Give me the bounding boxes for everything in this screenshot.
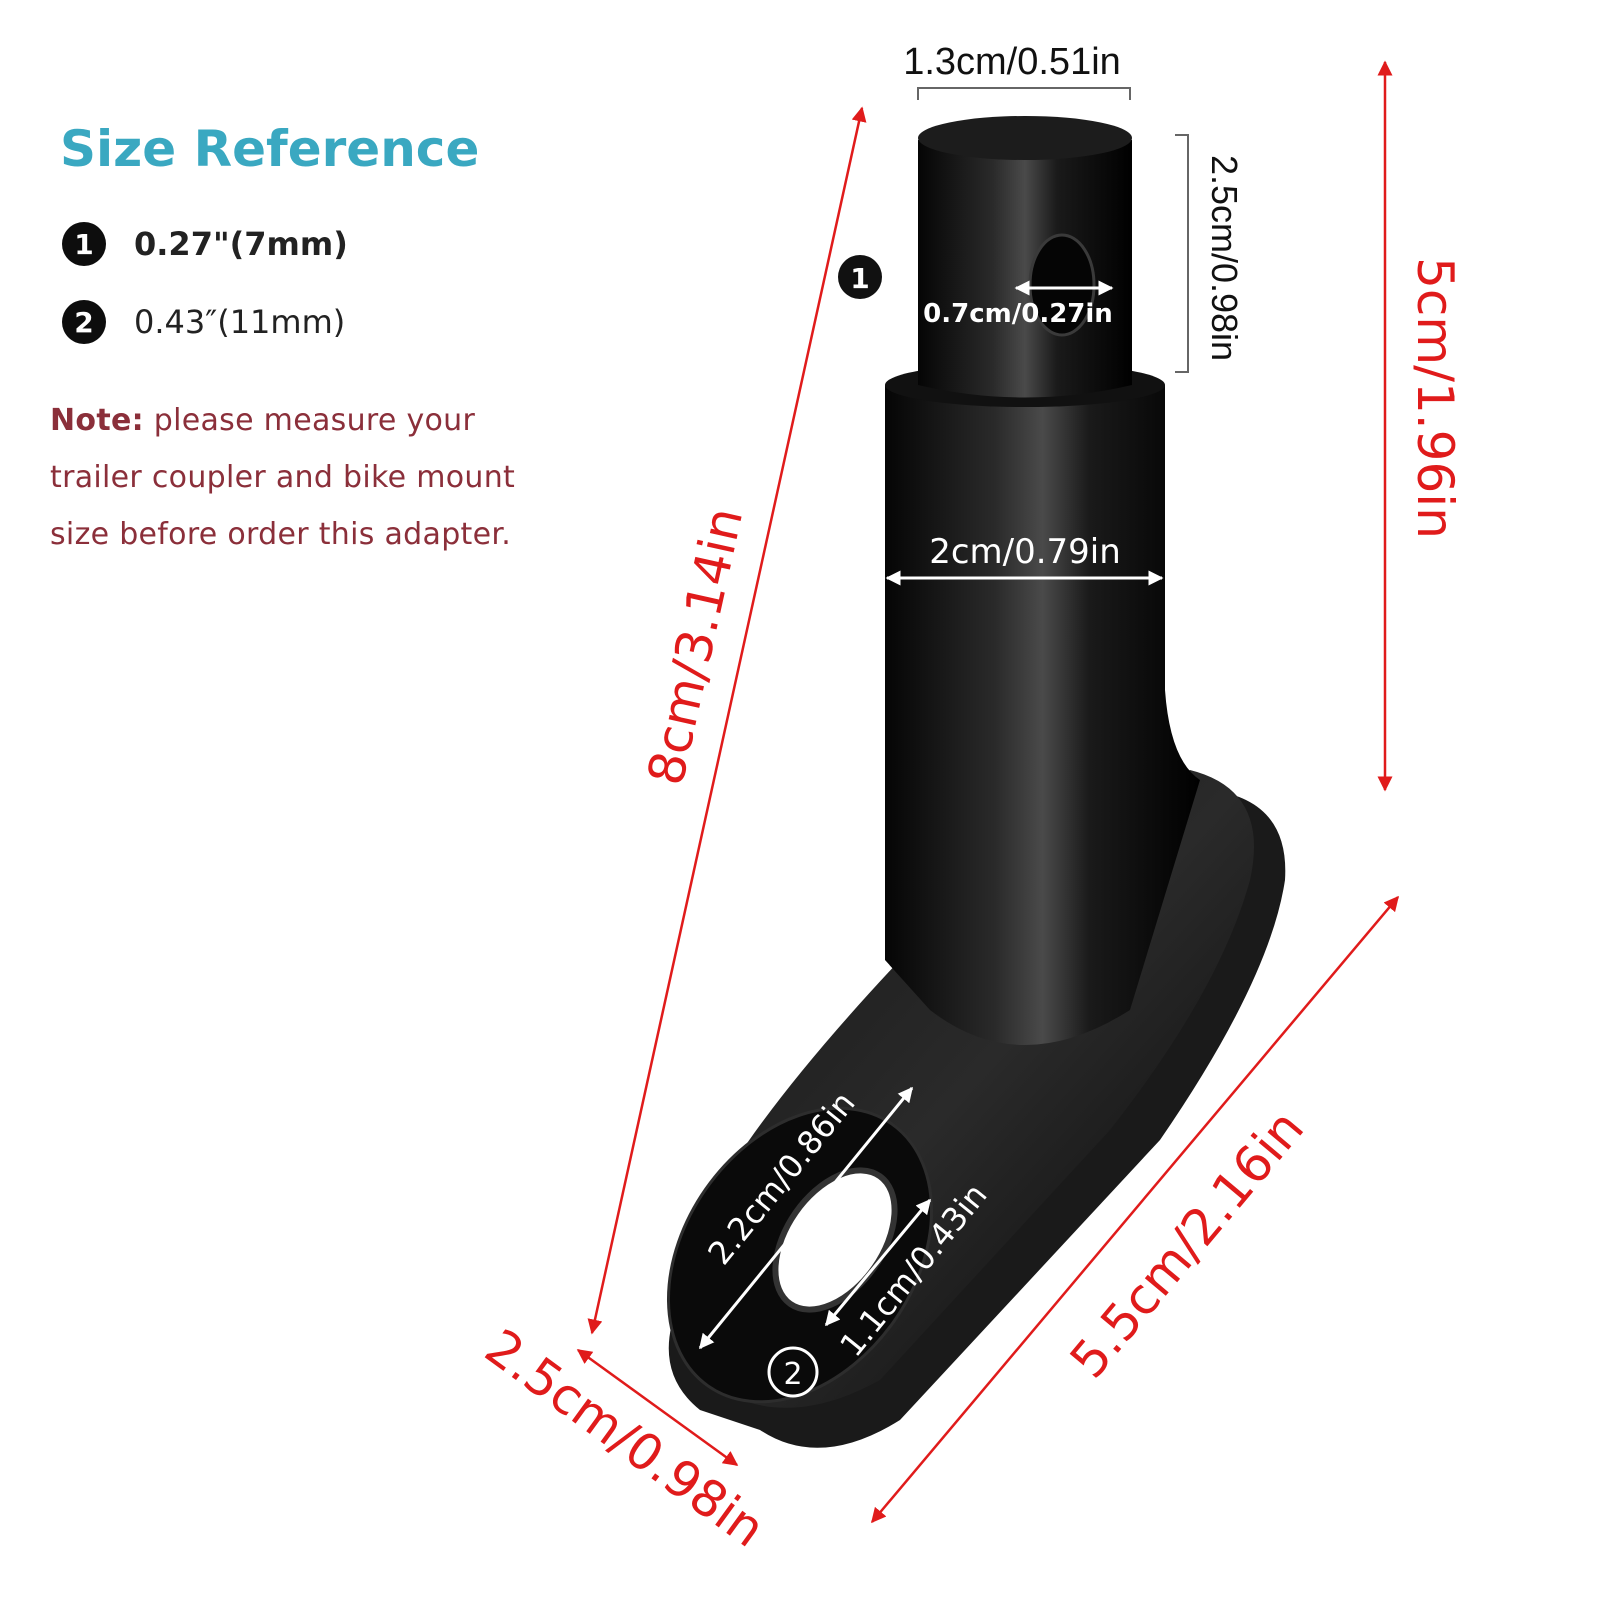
top-height-label: 2.5cm/0.98in <box>1204 155 1245 361</box>
total-length-label: 8cm/3.14in <box>637 503 755 791</box>
top-pin-cap <box>918 116 1132 160</box>
note-line-1: please measure your <box>143 403 476 438</box>
note-label: Note: <box>50 403 144 438</box>
marker-1-text: 1 <box>850 262 869 295</box>
marker-1: 1 <box>838 255 882 299</box>
top-width-dimension: 1.3cm/0.51in <box>903 41 1131 100</box>
shaft-width-label: 2cm/0.79in <box>929 532 1121 572</box>
marker-2-text: 2 <box>783 1357 802 1392</box>
top-pin <box>918 140 1132 398</box>
pin-hole-label: 0.7cm/0.27in <box>923 299 1113 329</box>
spec-item-2: 2 0.43″(11mm) <box>62 300 345 344</box>
spec-value-1: 0.27"(7mm) <box>134 225 348 263</box>
size-reference-panel: Size Reference 1 0.27"(7mm) 2 0.43″(11mm… <box>0 0 560 600</box>
shaft-lower <box>885 385 1200 1045</box>
top-width-label: 1.3cm/0.51in <box>903 41 1121 83</box>
note-line-3: size before order this adapter. <box>50 517 512 552</box>
marker-1-badge: 1 <box>62 222 106 266</box>
size-reference-title: Size Reference <box>60 120 480 178</box>
total-height-dimension: 5cm/1.96in <box>1377 60 1464 792</box>
note-line-2: trailer coupler and bike mount <box>50 460 516 495</box>
marker-2-badge: 2 <box>62 300 106 344</box>
total-height-label: 5cm/1.96in <box>1406 257 1464 539</box>
shaft-width-dimension: 2cm/0.79in <box>885 532 1164 586</box>
top-height-dimension: 2.5cm/0.98in <box>1175 134 1245 373</box>
marker-2: 2 <box>767 1346 819 1398</box>
spec-item-1: 1 0.27"(7mm) <box>62 222 348 266</box>
spec-value-2: 0.43″(11mm) <box>134 303 346 341</box>
note-text: Note: please measure your trailer couple… <box>50 392 570 563</box>
pin-hole-dimension: 0.7cm/0.27in <box>923 280 1114 329</box>
